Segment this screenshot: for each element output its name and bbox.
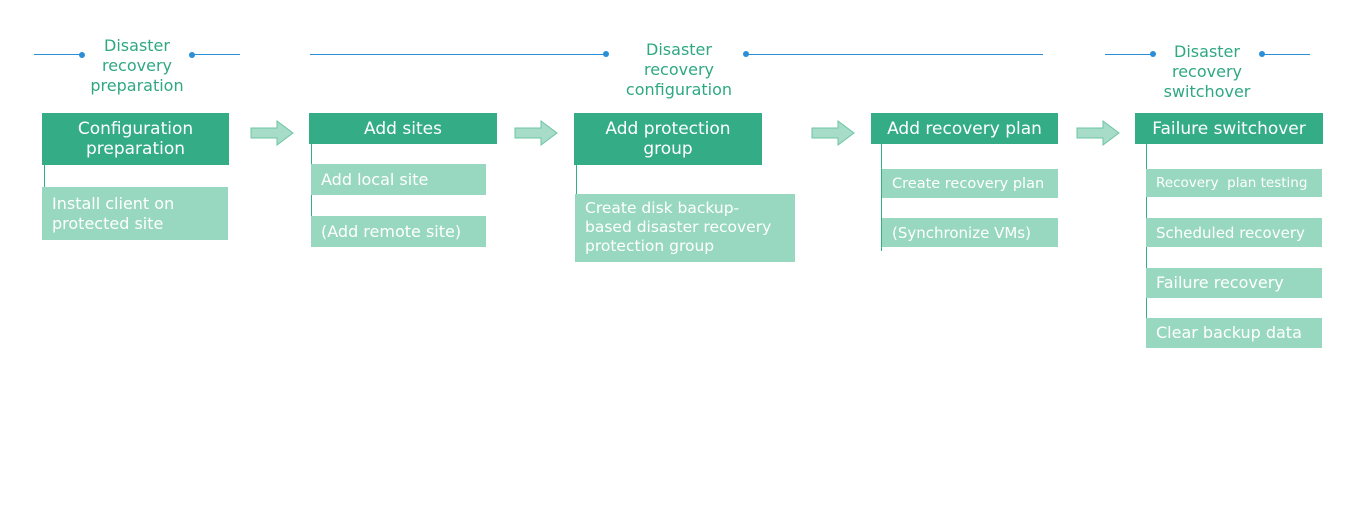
step-item-install-client: Install client on protected site bbox=[42, 187, 228, 240]
step-header-add-recovery-plan: Add recovery plan bbox=[871, 113, 1058, 144]
step-item-clear-backup-data: Clear backup data bbox=[1146, 318, 1322, 348]
step-item-create-protection-group: Create disk backup-based disaster recove… bbox=[575, 194, 795, 262]
phase-line-left bbox=[34, 54, 82, 55]
step-item-add-remote-site: (Add remote site) bbox=[311, 216, 486, 247]
step-header-add-protection-group: Add protection group bbox=[574, 113, 762, 165]
phase-line-left bbox=[310, 54, 606, 55]
step-item-failure-recovery: Failure recovery bbox=[1146, 268, 1322, 298]
step-item-synchronize-vms: (Synchronize VMs) bbox=[882, 218, 1058, 247]
connector-line bbox=[44, 165, 45, 193]
phase-label-configuration: Disaster recovery configuration bbox=[625, 40, 733, 99]
phase-dot bbox=[603, 51, 609, 57]
phase-line-left bbox=[1105, 54, 1153, 55]
connector-line bbox=[881, 144, 882, 251]
phase-label-switchover: Disaster recovery switchover bbox=[1163, 42, 1251, 101]
flow-arrow-icon bbox=[811, 120, 855, 146]
phase-label-preparation: Disaster recovery preparation bbox=[90, 36, 184, 95]
phase-line-right bbox=[746, 54, 1043, 55]
phase-line-right bbox=[1262, 54, 1310, 55]
step-header-add-sites: Add sites bbox=[309, 113, 497, 144]
step-item-scheduled-recovery: Scheduled recovery bbox=[1146, 218, 1322, 247]
step-header-configuration-preparation: Configuration preparation bbox=[42, 113, 229, 165]
phase-line-right bbox=[192, 54, 240, 55]
flow-arrow-icon bbox=[514, 120, 558, 146]
step-item-add-local-site: Add local site bbox=[311, 164, 486, 195]
step-header-failure-switchover: Failure switchover bbox=[1135, 113, 1323, 144]
connector-line bbox=[576, 165, 577, 195]
step-item-create-recovery-plan: Create recovery plan bbox=[882, 169, 1058, 198]
phase-dot bbox=[1150, 51, 1156, 57]
phase-dot bbox=[79, 52, 85, 58]
step-item-recovery-plan-testing: Recovery plan testing bbox=[1146, 169, 1322, 197]
phase-dot bbox=[189, 52, 195, 58]
flow-arrow-icon bbox=[250, 120, 294, 146]
flow-arrow-icon bbox=[1076, 120, 1120, 146]
